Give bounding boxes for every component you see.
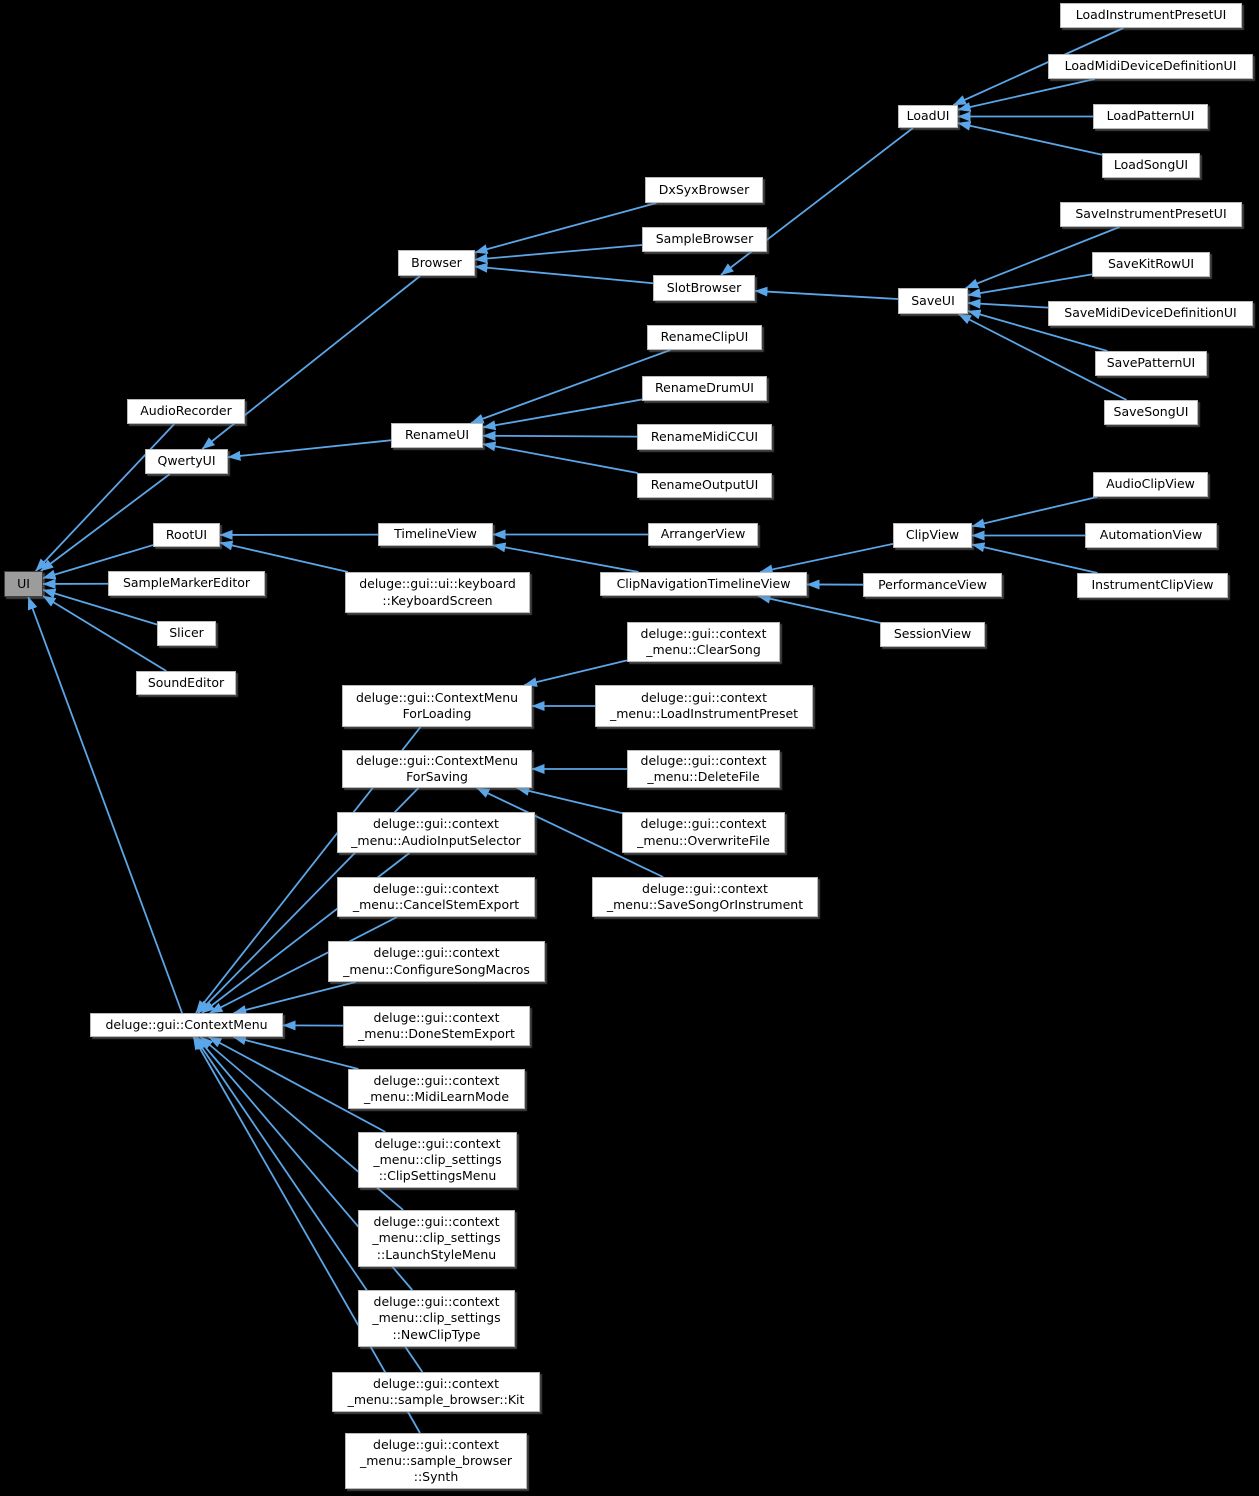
class-node-sample-browser-kit[interactable]: deluge::gui::context _menu::sample_brows… xyxy=(332,1372,540,1412)
class-node-configure-song-macros[interactable]: deluge::gui::context _menu::ConfigureSon… xyxy=(328,941,545,982)
class-node-save-song-ui[interactable]: SaveSongUI xyxy=(1104,400,1198,425)
inheritance-edge-load-song-ui--load-ui xyxy=(957,120,1103,156)
class-node-rename-clip-ui[interactable]: RenameClipUI xyxy=(647,325,762,350)
class-node-load-song-ui[interactable]: LoadSongUI xyxy=(1102,153,1200,178)
class-node-clip-view[interactable]: ClipView xyxy=(893,523,972,548)
class-node-audio-recorder[interactable]: AudioRecorder xyxy=(127,399,245,424)
inheritance-edge-dx-syx-browser--browser xyxy=(474,202,657,255)
class-node-save-kit-row-ui[interactable]: SaveKitRowUI xyxy=(1092,252,1210,277)
inheritance-edge-save-instrument-preset-ui--save-ui xyxy=(965,226,1120,289)
class-node-root-ui[interactable]: RootUI xyxy=(153,523,220,547)
class-node-performance-view[interactable]: PerformanceView xyxy=(863,573,1002,597)
class-node-load-pattern-ui[interactable]: LoadPatternUI xyxy=(1093,104,1208,129)
inheritance-edge-save-midi-device-definition-ui--save-ui xyxy=(967,298,1049,309)
inheritance-edge-rename-output-ui--rename-ui xyxy=(482,441,638,474)
inheritance-edge-qwerty-ui--ui xyxy=(40,473,171,572)
class-node-dx-syx-browser[interactable]: DxSyxBrowser xyxy=(645,177,763,203)
inheritance-edge-rename-ui--qwerty-ui xyxy=(227,439,392,461)
inheritance-edge-root-ui--ui xyxy=(42,544,154,580)
class-node-midi-learn-mode[interactable]: deluge::gui::context _menu::MidiLearnMod… xyxy=(348,1069,525,1109)
class-node-qwerty-ui[interactable]: QwertyUI xyxy=(145,449,228,474)
class-node-context-menu-for-saving[interactable]: deluge::gui::ContextMenu ForSaving xyxy=(342,750,532,788)
class-node-save-ui[interactable]: SaveUI xyxy=(898,288,968,314)
class-node-clip-navigation-timeline-view[interactable]: ClipNavigationTimelineView xyxy=(600,572,807,596)
class-node-browser[interactable]: Browser xyxy=(398,250,475,276)
inheritance-edge-save-pattern-ui--save-ui xyxy=(967,309,1108,352)
class-node-slot-browser[interactable]: SlotBrowser xyxy=(653,275,755,301)
class-node-context-menu-for-loading[interactable]: deluge::gui::ContextMenu ForLoading xyxy=(342,685,532,727)
class-node-sound-editor[interactable]: SoundEditor xyxy=(136,671,236,695)
inheritance-edge-cancel-stem-export--context-menu xyxy=(209,916,398,1014)
inheritance-edge-sample-browser--browser xyxy=(474,244,643,264)
inheritance-edge-load-instrument-preset-ui--load-ui xyxy=(952,27,1124,106)
inheritance-edge-clip-view--clip-navigation-timeline-view xyxy=(759,542,894,575)
class-node-slicer[interactable]: Slicer xyxy=(157,621,216,646)
class-node-context-menu[interactable]: deluge::gui::ContextMenu xyxy=(90,1013,283,1037)
inheritance-edge-clip-settings-menu--context-menu xyxy=(208,1036,386,1133)
inheritance-edge-rename-midi-cc-ui--rename-ui xyxy=(482,430,638,441)
class-node-launch-style-menu[interactable]: deluge::gui::context _menu::clip_setting… xyxy=(358,1210,515,1267)
inheritance-edge-session-view--clip-navigation-timeline-view xyxy=(757,593,881,624)
class-node-arranger-view[interactable]: ArrangerView xyxy=(648,523,758,546)
class-node-save-midi-device-definition-ui[interactable]: SaveMidiDeviceDefinitionUI xyxy=(1048,301,1253,326)
inheritance-edge-configure-song-macros--context-menu xyxy=(233,981,357,1015)
inheritance-edge-save-song-ui--save-ui xyxy=(957,313,1127,401)
class-node-delete-file[interactable]: deluge::gui::context _menu::DeleteFile xyxy=(627,750,780,788)
inheritance-edge-sample-browser-synth--context-menu xyxy=(192,1036,421,1434)
class-node-audio-clip-view[interactable]: AudioClipView xyxy=(1093,472,1208,497)
inheritance-edge-audio-recorder--ui xyxy=(35,423,175,572)
class-node-sample-marker-editor[interactable]: SampleMarkerEditor xyxy=(108,571,265,596)
class-node-rename-output-ui[interactable]: RenameOutputUI xyxy=(637,473,772,498)
class-node-rename-midi-cc-ui[interactable]: RenameMidiCCUI xyxy=(637,424,772,450)
class-node-sample-browser-synth[interactable]: deluge::gui::context _menu::sample_brows… xyxy=(345,1433,527,1489)
inheritance-edge-rename-drum-ui--rename-ui xyxy=(482,398,643,431)
class-node-instrument-clip-view[interactable]: InstrumentClipView xyxy=(1077,573,1228,598)
class-node-clip-settings-menu[interactable]: deluge::gui::context _menu::clip_setting… xyxy=(358,1132,517,1188)
inheritance-edge-rename-clip-ui--rename-ui xyxy=(470,349,671,424)
class-node-overwrite-file[interactable]: deluge::gui::context _menu::OverwriteFil… xyxy=(622,812,785,853)
class-node-done-stem-export[interactable]: deluge::gui::context _menu::DoneStemExpo… xyxy=(343,1006,530,1046)
inheritance-edge-slicer--ui xyxy=(42,588,158,626)
class-node-session-view[interactable]: SessionView xyxy=(880,622,985,647)
inheritance-edge-context-menu--ui xyxy=(27,596,183,1014)
class-node-load-instrument-preset-ui[interactable]: LoadInstrumentPresetUI xyxy=(1060,3,1242,28)
inheritance-edge-save-ui--slot-browser xyxy=(754,286,899,300)
class-node-load-instrument-preset[interactable]: deluge::gui::context _menu::LoadInstrume… xyxy=(595,685,813,727)
class-node-save-pattern-ui[interactable]: SavePatternUI xyxy=(1095,351,1207,376)
class-node-timeline-view[interactable]: TimelineView xyxy=(378,523,493,546)
inheritance-edge-audio-clip-view--clip-view xyxy=(971,496,1098,529)
class-node-load-midi-device-definition-ui[interactable]: LoadMidiDeviceDefinitionUI xyxy=(1048,54,1253,79)
inheritance-edge-clear-song--context-menu-for-loading xyxy=(523,659,628,687)
inheritance-edge-slot-browser--browser xyxy=(474,262,654,285)
inheritance-edge-midi-learn-mode--context-menu xyxy=(232,1035,359,1070)
inheritance-edge-load-midi-device-definition-ui--load-ui xyxy=(957,78,1096,112)
inheritance-edge-save-song-or-instrument--context-menu-for-saving xyxy=(476,787,664,878)
class-node-save-song-or-instrument[interactable]: deluge::gui::context _menu::SaveSongOrIn… xyxy=(592,877,818,917)
inheritance-edge-save-kit-row-ui--save-ui xyxy=(967,273,1093,299)
inheritance-edge-clip-navigation-timeline-view--timeline-view xyxy=(492,542,639,573)
class-node-load-ui[interactable]: LoadUI xyxy=(898,105,958,128)
class-node-automation-view[interactable]: AutomationView xyxy=(1085,523,1217,548)
inheritance-edge-sound-editor--ui xyxy=(42,595,167,672)
inheritance-edge-keyboard-screen--root-ui xyxy=(219,540,349,573)
inheritance-edge-instrument-clip-view--clip-view xyxy=(971,542,1098,574)
class-node-save-instrument-preset-ui[interactable]: SaveInstrumentPresetUI xyxy=(1060,202,1242,227)
class-node-rename-ui[interactable]: RenameUI xyxy=(391,423,483,448)
class-node-audio-input-selector[interactable]: deluge::gui::context _menu::AudioInputSe… xyxy=(337,812,535,853)
class-node-clear-song[interactable]: deluge::gui::context _menu::ClearSong xyxy=(627,622,780,662)
class-node-rename-drum-ui[interactable]: RenameDrumUI xyxy=(642,376,767,401)
class-node-cancel-stem-export[interactable]: deluge::gui::context _menu::CancelStemEx… xyxy=(337,877,535,917)
class-node-sample-browser[interactable]: SampleBrowser xyxy=(642,227,767,252)
class-node-keyboard-screen[interactable]: deluge::gui::ui::keyboard ::KeyboardScre… xyxy=(345,572,530,613)
inheritance-edge-overwrite-file--context-menu-for-saving xyxy=(516,786,623,814)
class-node-ui[interactable]: UI xyxy=(4,571,43,597)
class-node-new-clip-type[interactable]: deluge::gui::context _menu::clip_setting… xyxy=(358,1290,515,1347)
